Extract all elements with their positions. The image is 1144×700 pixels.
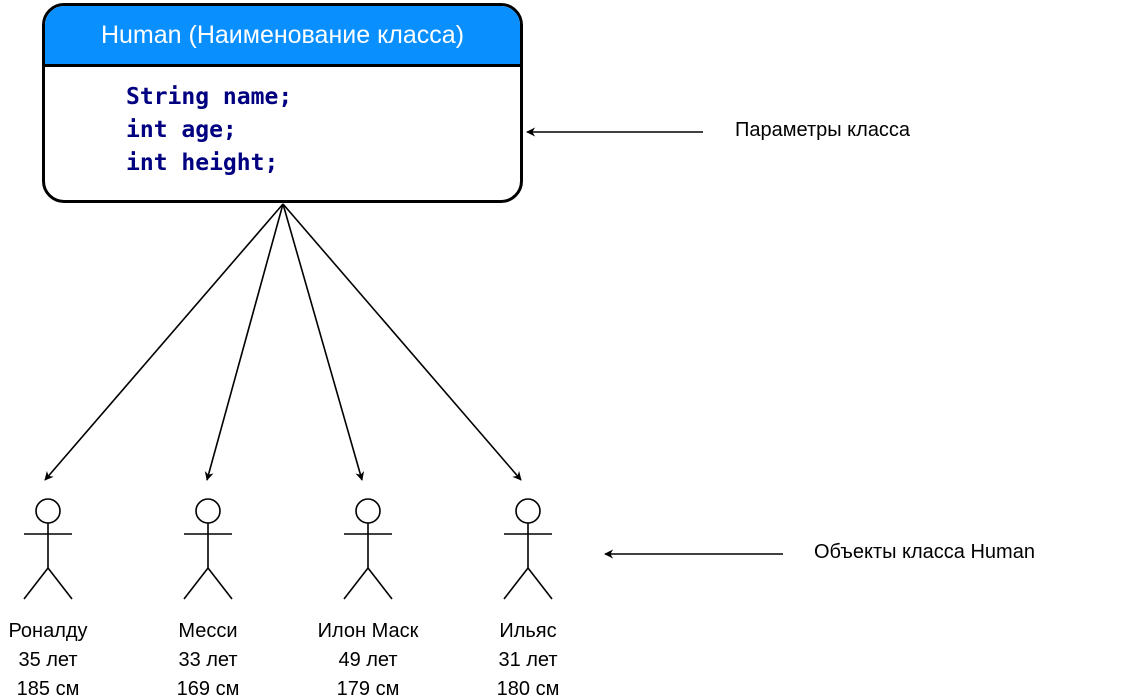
class-title: Human (Наименование класса) [45, 6, 520, 67]
object-name: Роналду [8, 620, 88, 642]
field-height: int height; [126, 150, 279, 176]
object-age: 49 лет [338, 649, 398, 671]
arrow-to-object-2 [204, 203, 284, 481]
object-caption-ilyas: Ильяс 31 лет 180 см [448, 617, 608, 700]
label-class-objects: Объекты класса Human [814, 541, 1035, 563]
label-class-params: Параметры класса [735, 119, 911, 141]
object-name: Ильяс [499, 620, 557, 642]
arrow-to-object-4 [282, 203, 522, 481]
arrow-to-object-3 [282, 203, 365, 481]
object-height: 179 см [336, 678, 400, 700]
person-icon-messi [183, 498, 233, 600]
object-age: 33 лет [178, 649, 238, 671]
object-height: 180 см [496, 678, 560, 700]
class-box[interactable]: Human (Наименование класса) String name;… [42, 3, 523, 203]
object-age: 35 лет [18, 649, 78, 671]
person-icon-ilyas [503, 498, 553, 600]
object-caption-ronaldo: Роналду 35 лет 185 см [0, 617, 128, 700]
field-name: String name; [126, 84, 293, 110]
object-height: 169 см [176, 678, 240, 700]
object-caption-messi: Месси 33 лет 169 см [128, 617, 288, 700]
person-icon-ronaldo [23, 498, 73, 600]
field-age: int age; [126, 117, 237, 143]
class-fields: String name; int age; int height; [45, 67, 520, 180]
object-height: 185 см [16, 678, 80, 700]
object-name: Месси [178, 620, 238, 642]
object-name: Илон Маск [317, 620, 419, 642]
object-age: 31 лет [498, 649, 558, 671]
object-caption-musk: Илон Маск 49 лет 179 см [288, 617, 448, 700]
person-icon-musk [343, 498, 393, 600]
arrow-to-object-1 [44, 203, 284, 481]
